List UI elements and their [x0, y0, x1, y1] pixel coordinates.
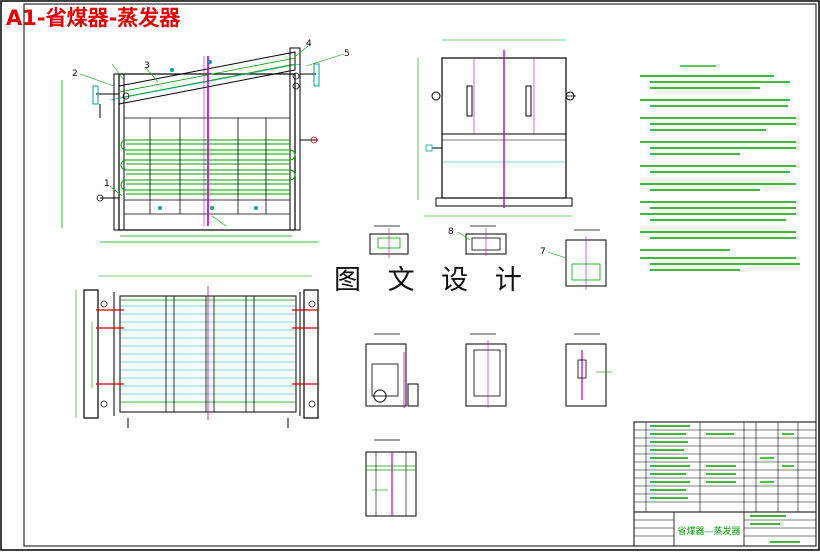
part-number-5: 5 [344, 49, 350, 59]
part-number-7: 7 [540, 247, 546, 257]
parts-list-and-title-block: 省煤器—蒸发器 [633, 421, 817, 547]
part-number-3: 3 [144, 61, 150, 71]
technical-notes [640, 65, 800, 271]
side-view [417, 39, 576, 217]
drawing-name: 省煤器—蒸发器 [677, 525, 740, 537]
part-number-8: 8 [448, 227, 454, 237]
sheet-inner-border [23, 3, 817, 547]
drawing-title: A1-省煤器-蒸发器 [6, 6, 181, 30]
part-number-4: 4 [306, 39, 312, 49]
watermark: 图 文 设 计 [334, 265, 531, 296]
part-number-2: 2 [72, 69, 78, 79]
front-view: 2 3 1 5 4 [61, 39, 350, 243]
detail-sections: 8 7 [365, 225, 612, 517]
plan-view [75, 275, 319, 428]
part-number-1: 1 [104, 179, 110, 189]
